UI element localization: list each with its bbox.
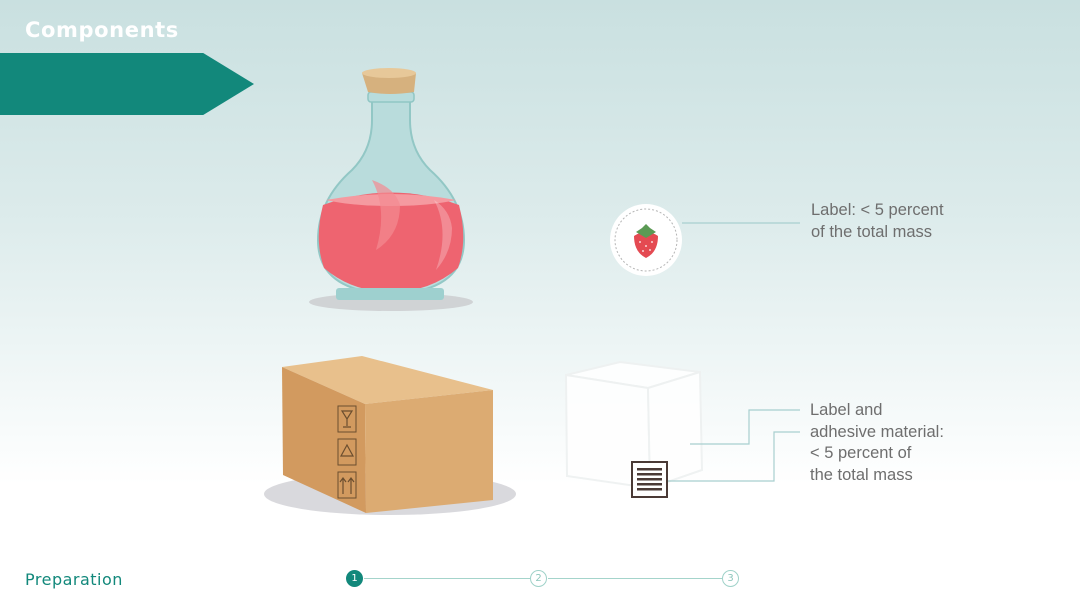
annotation-line: Label: < 5 percent [811,201,944,219]
strawberry-icon [634,224,658,258]
box-label-annotation: Label and adhesive material: < 5 percent… [810,400,944,486]
annotation-line: Label and [810,401,883,419]
bottle-label-annotation: Label: < 5 percent of the total mass [811,200,944,243]
box-label-leader-lower [668,431,800,482]
ghost-box-outline [564,360,704,490]
section-label: Preparation [25,570,123,589]
page-title: Components [25,18,179,42]
bottle-illustration [316,68,466,300]
this-way-up-icon [337,471,357,499]
annotation-line: adhesive material: [810,422,944,441]
annotation-line: < 5 percent of [810,444,912,462]
step-2-indicator[interactable]: 2 [530,570,547,587]
section-banner [0,53,254,115]
step-1-indicator[interactable]: 1 [346,570,363,587]
strawberry-sticker [610,204,682,276]
progress-connector [364,578,530,579]
progress-connector [548,578,722,579]
annotation-line: of the total mass [811,222,933,241]
fragile-glass-icon [337,405,357,433]
step-3-indicator[interactable]: 3 [722,570,739,587]
barcode-label-icon [631,461,668,498]
annotation-line: the total mass [810,465,913,484]
box-label-leader-upper [690,409,800,445]
recycle-icon [337,438,357,466]
cardboard-box-illustration [282,356,493,513]
